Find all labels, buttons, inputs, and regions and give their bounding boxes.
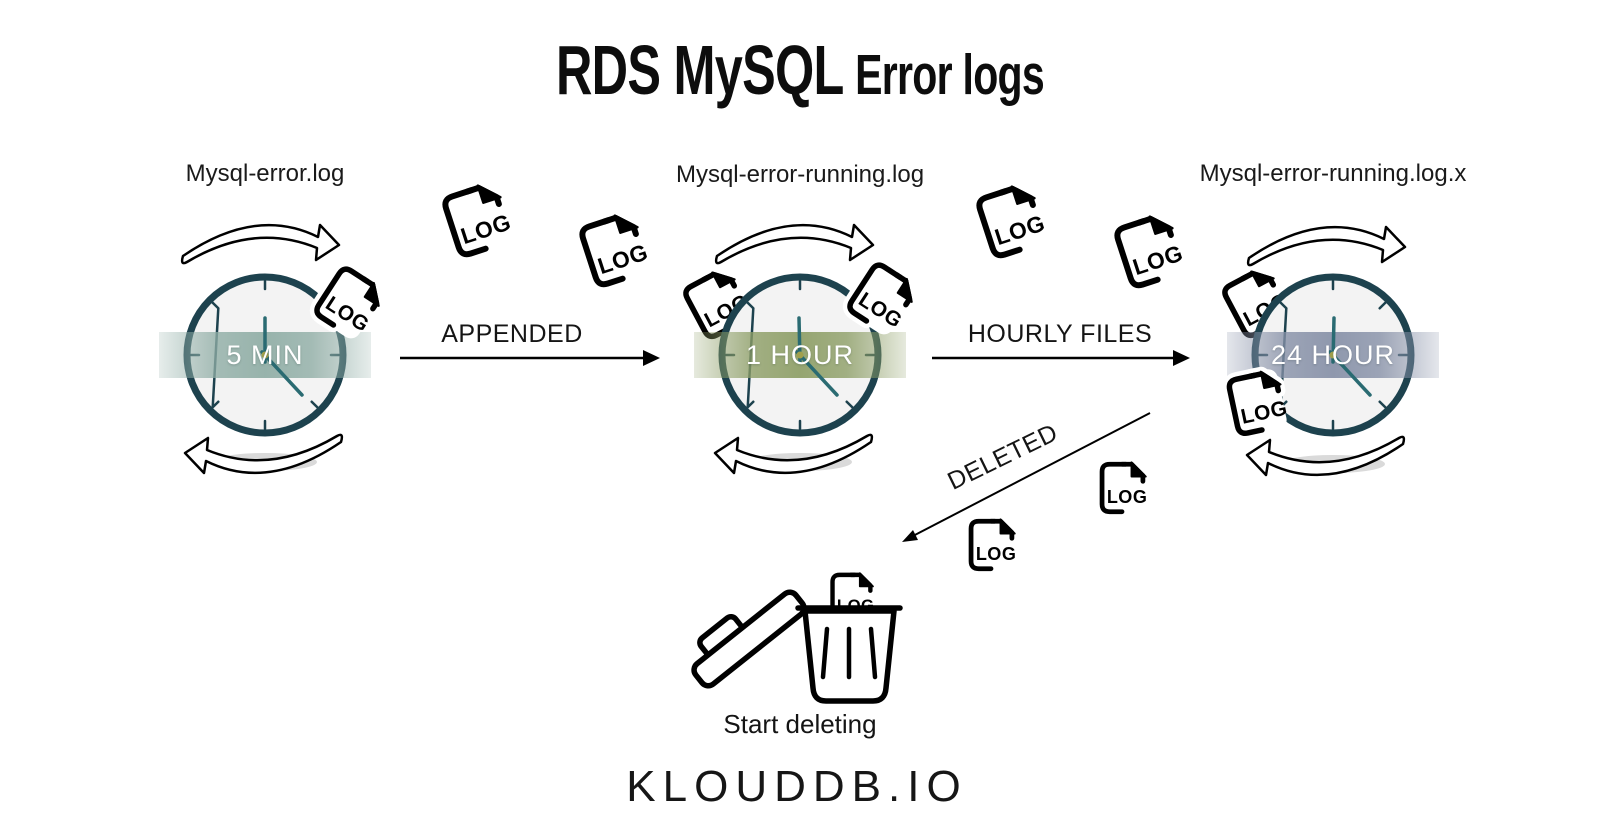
arrow-label-appended: APPENDED <box>441 320 583 348</box>
hour-hand <box>1328 350 1372 397</box>
file-label-mysql-error-log: Mysql-error.log <box>185 160 345 187</box>
file-label-mysql-error-running-log-x: Mysql-error-running.log.x <box>1199 160 1467 187</box>
flow-arrow-appended <box>400 350 660 366</box>
clock-center-dot <box>796 351 804 359</box>
brand-watermark: KLOUDDB.IO <box>626 762 968 811</box>
page-title: RDS MySQL Error logs <box>224 30 1376 110</box>
log-file-icon: LOG <box>442 179 516 256</box>
hour-hand <box>260 350 304 397</box>
log-file-icon: LOG <box>1114 210 1188 287</box>
log-file-icon: LOG <box>842 258 922 340</box>
log-file-icon: LOG <box>976 180 1050 257</box>
trash-can-icon: LOG <box>691 573 903 704</box>
file-label-mysql-error-running-log: Mysql-error-running.log <box>675 161 925 188</box>
trash-lid <box>691 589 807 689</box>
log-file-label: LOG <box>992 210 1049 251</box>
arrow-label-hourly-files: HOURLY FILES <box>967 320 1153 348</box>
delete-arrow <box>902 412 1151 542</box>
clock-center-dot <box>261 351 269 359</box>
rotate-arrow-icon <box>714 223 875 265</box>
rotate-arrow-icon <box>180 223 341 265</box>
interval-badge-1hour: 1 HOUR <box>745 340 854 370</box>
log-file-label: LOG <box>458 209 515 250</box>
log-file-label: LOG <box>595 239 652 280</box>
page-title-main: RDS MySQL <box>555 31 844 109</box>
interval-badge-5min: 5 MIN <box>226 340 304 370</box>
clock-1hour <box>694 273 906 437</box>
clock-5min <box>159 273 371 437</box>
interval-badge-24hour: 24 HOUR <box>1270 340 1396 370</box>
log-file-icon: LOG <box>971 519 1016 568</box>
log-file-icon: LOG <box>1224 367 1291 439</box>
page-title-sub: Error logs <box>855 43 1045 107</box>
flow-arrow-hourly-files <box>932 350 1190 366</box>
log-file-label: LOG <box>1107 487 1148 507</box>
log-file-icon: LOG <box>1102 462 1147 511</box>
clock-center-dot <box>1329 351 1337 359</box>
hour-hand <box>795 350 839 397</box>
log-file-icon: LOG <box>579 209 653 286</box>
log-file-label: LOG <box>1130 240 1187 281</box>
clock-24hour <box>1227 273 1439 437</box>
trash-caption: Start deleting <box>723 709 877 739</box>
rotate-arrow-icon <box>1246 225 1407 267</box>
log-file-label: LOG <box>976 544 1017 564</box>
trash-ridges <box>820 626 878 680</box>
log-file-icon: LOG <box>309 262 389 344</box>
